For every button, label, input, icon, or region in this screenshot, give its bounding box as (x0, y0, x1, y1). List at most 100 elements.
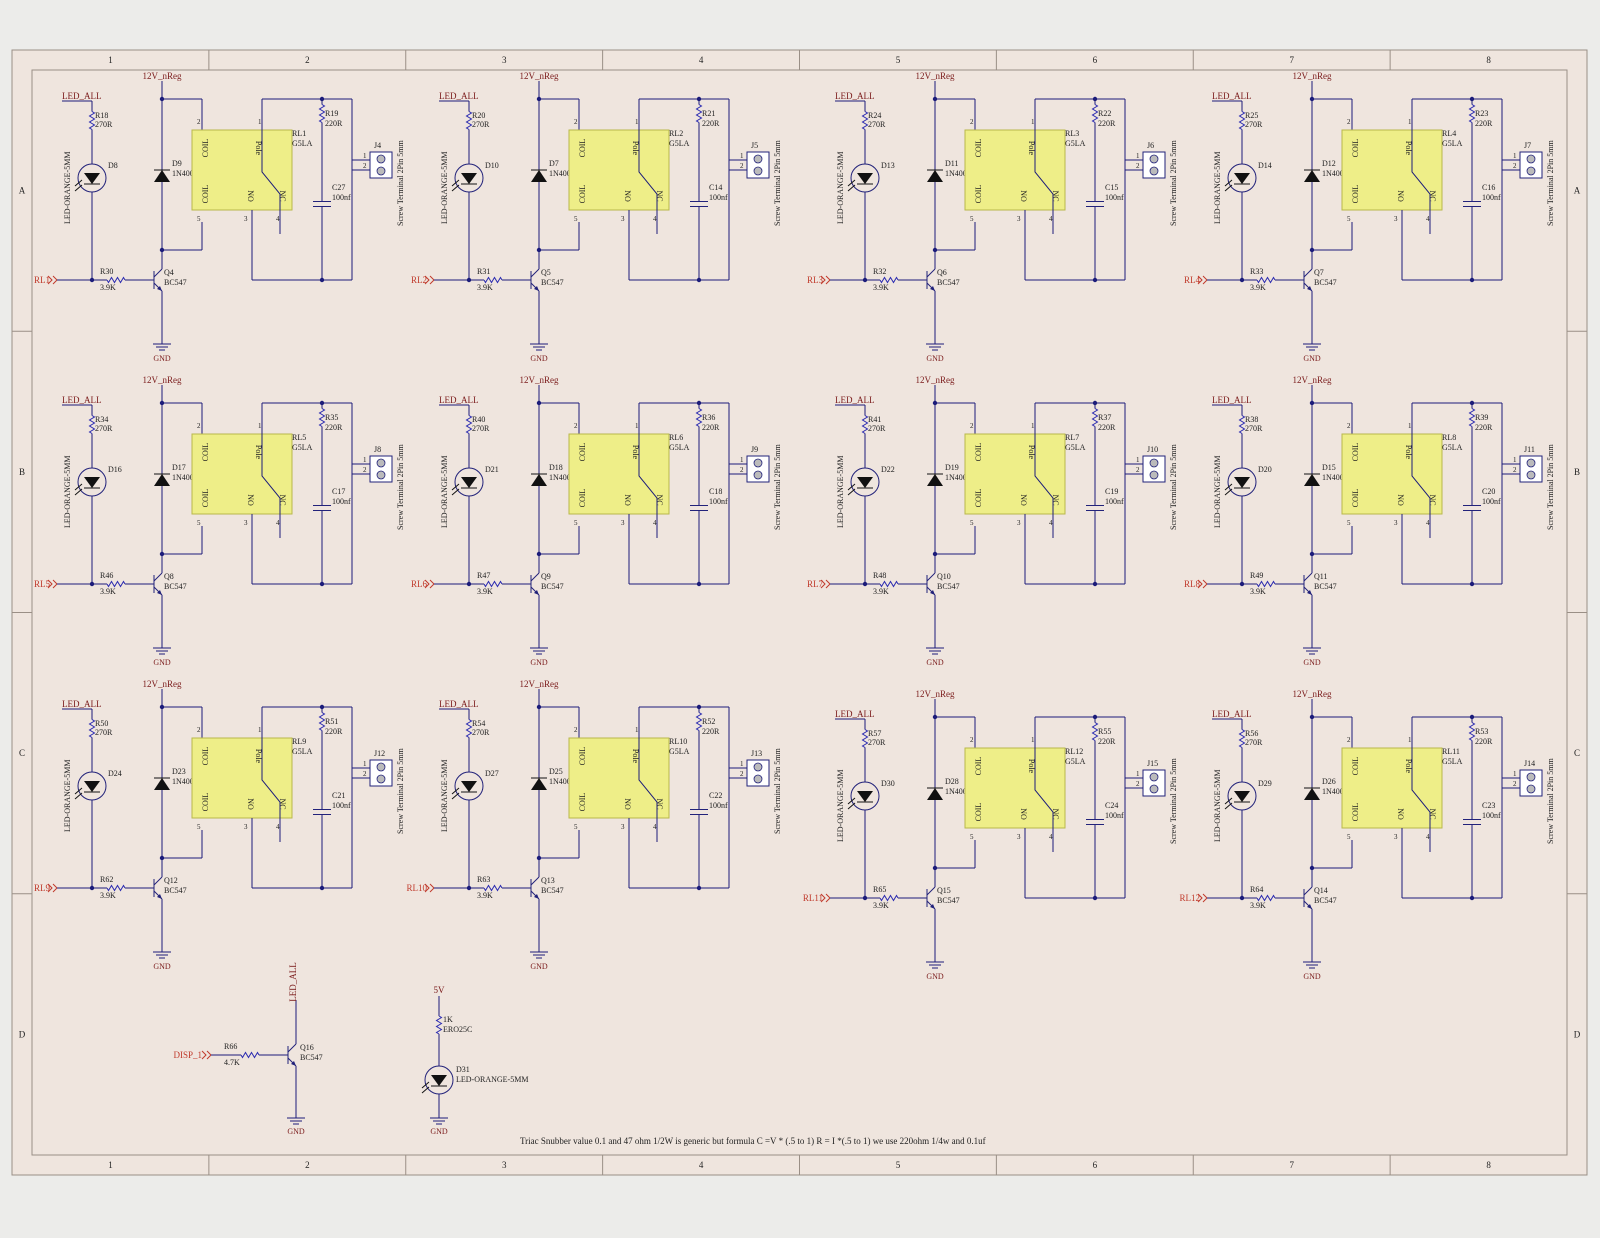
vcc-label: 12V_nReg (143, 375, 182, 385)
vcc-label: 12V_nReg (520, 375, 559, 385)
relay-pole-label: Pole (254, 749, 263, 764)
npn-transistor (530, 572, 540, 596)
npn-transistor (926, 886, 936, 910)
base-resistor-value: 3.9K (1250, 283, 1266, 292)
led-ref: D14 (1258, 161, 1272, 170)
base-resistor-value: 3.9K (873, 283, 889, 292)
relay-pin-number: 4 (1049, 833, 1053, 841)
diode-type: 1N4001 (172, 777, 198, 786)
led-ray (1224, 483, 1233, 491)
led-ray (74, 179, 83, 187)
snubber-resistor (318, 712, 326, 731)
led-body (461, 781, 477, 792)
relay-input-net: RL2 (411, 275, 427, 285)
relay-channels: LED_ALLR18270RD8LED-ORANGE-5MMRL1R303.9K… (34, 71, 1555, 981)
transistor-collector (926, 886, 936, 896)
npn-transistor (153, 876, 163, 900)
relay-pin-number: 1 (1408, 736, 1412, 744)
diode-body (1304, 788, 1320, 800)
screw-terminal (1519, 455, 1543, 483)
relay-pin-number: 1 (258, 422, 262, 430)
transistor-collector (926, 572, 936, 582)
led-ref: D16 (108, 465, 122, 474)
terminal-ref: J6 (1147, 141, 1154, 150)
relay-pin-number: 1 (1031, 118, 1035, 126)
relay-pin-number: 3 (244, 519, 248, 527)
relay-pin-number: 3 (1394, 833, 1398, 841)
relay-nc-label: NC (655, 494, 664, 505)
diode-ref: D23 (172, 767, 186, 776)
npn-transistor (530, 876, 540, 900)
zone-row-label: C (19, 748, 25, 758)
terminal-screw (376, 154, 386, 164)
relay-nc-label: NC (1051, 808, 1060, 819)
relay-coil-label: COIL (974, 803, 983, 822)
relay-pin-number: 4 (653, 823, 657, 831)
led-ray (451, 179, 460, 187)
led-resistor (88, 719, 96, 738)
terminal-pin: 2 (1136, 162, 1140, 170)
led-resistor-value: 270R (1245, 424, 1263, 433)
terminal-pin: 2 (740, 162, 744, 170)
led-resistor-value: 270R (95, 120, 113, 129)
transistor-ref: Q15 (937, 886, 951, 895)
terminal-screw (1149, 458, 1159, 468)
transistor-ref: Q5 (541, 268, 551, 277)
terminal-type: Screw Terminal 2Pin 5mm (396, 139, 405, 226)
terminal-screw (1149, 166, 1159, 176)
port-chevron (424, 883, 430, 893)
relay-nc-label: NC (1428, 808, 1437, 819)
transistor-ref: Q4 (164, 268, 174, 277)
transistor-type: BC547 (937, 582, 960, 591)
relay-channel: LED_ALLR24270RD13LED-ORANGE-5MMRL3R323.9… (807, 71, 1178, 363)
led-body (1234, 173, 1250, 184)
relay-body (964, 433, 1066, 515)
relay-ref: RL12 (1065, 747, 1083, 756)
transistor-type: BC547 (1314, 896, 1337, 905)
relay-ref: RL5 (292, 433, 306, 442)
terminal-screw (1526, 772, 1536, 782)
relay-no-label: NO (623, 798, 632, 810)
base-resistor-ref: R30 (100, 267, 113, 276)
led-resistor-value: 270R (868, 424, 886, 433)
led-ray (451, 488, 460, 496)
gnd-label: GND (1303, 354, 1321, 363)
transistor-type: BC547 (164, 582, 187, 591)
relay-pole-label: Pole (1027, 445, 1036, 460)
led-net-label: LED_ALL (1212, 395, 1252, 405)
diode-ref: D28 (945, 777, 959, 786)
relay-pin-number: 1 (635, 422, 639, 430)
base-resistor-value: 3.9K (873, 901, 889, 910)
port-chevron (424, 579, 430, 589)
led-resistor-ref: R20 (472, 111, 485, 120)
relay-body (568, 129, 670, 211)
led-ref: D22 (881, 465, 895, 474)
led-body (857, 791, 873, 802)
led-ray (847, 802, 856, 810)
led-ray (74, 792, 83, 800)
transistor-ref: Q8 (164, 572, 174, 581)
terminal-ref: J11 (1524, 445, 1535, 454)
led-ref: D30 (881, 779, 895, 788)
led-body (461, 173, 477, 184)
ground-symbol (926, 642, 944, 655)
snubber-cap-value: 100nf (709, 497, 728, 506)
terminal-pin: 1 (1513, 152, 1517, 160)
zone-column-label: 5 (896, 55, 901, 65)
sheet-outer-border (11, 49, 1588, 1176)
transistor-collector (1303, 886, 1313, 896)
led-resistor-value: 270R (1245, 738, 1263, 747)
relay-pin-number: 4 (1049, 519, 1053, 527)
port-chevron (47, 275, 53, 285)
led-net-label: LED_ALL (1212, 709, 1252, 719)
relay-coil-label: COIL (1351, 443, 1360, 462)
relay-no-label: NO (623, 190, 632, 202)
base-resistor (1256, 580, 1276, 588)
led-symbol (74, 467, 107, 497)
terminal-ref: J8 (374, 445, 381, 454)
relay-no-label: NO (246, 798, 255, 810)
snubber-resistor (1468, 104, 1476, 123)
diode-type: 1N4001 (172, 169, 198, 178)
terminal-pin: 1 (740, 152, 744, 160)
terminal-screw (1526, 166, 1536, 176)
